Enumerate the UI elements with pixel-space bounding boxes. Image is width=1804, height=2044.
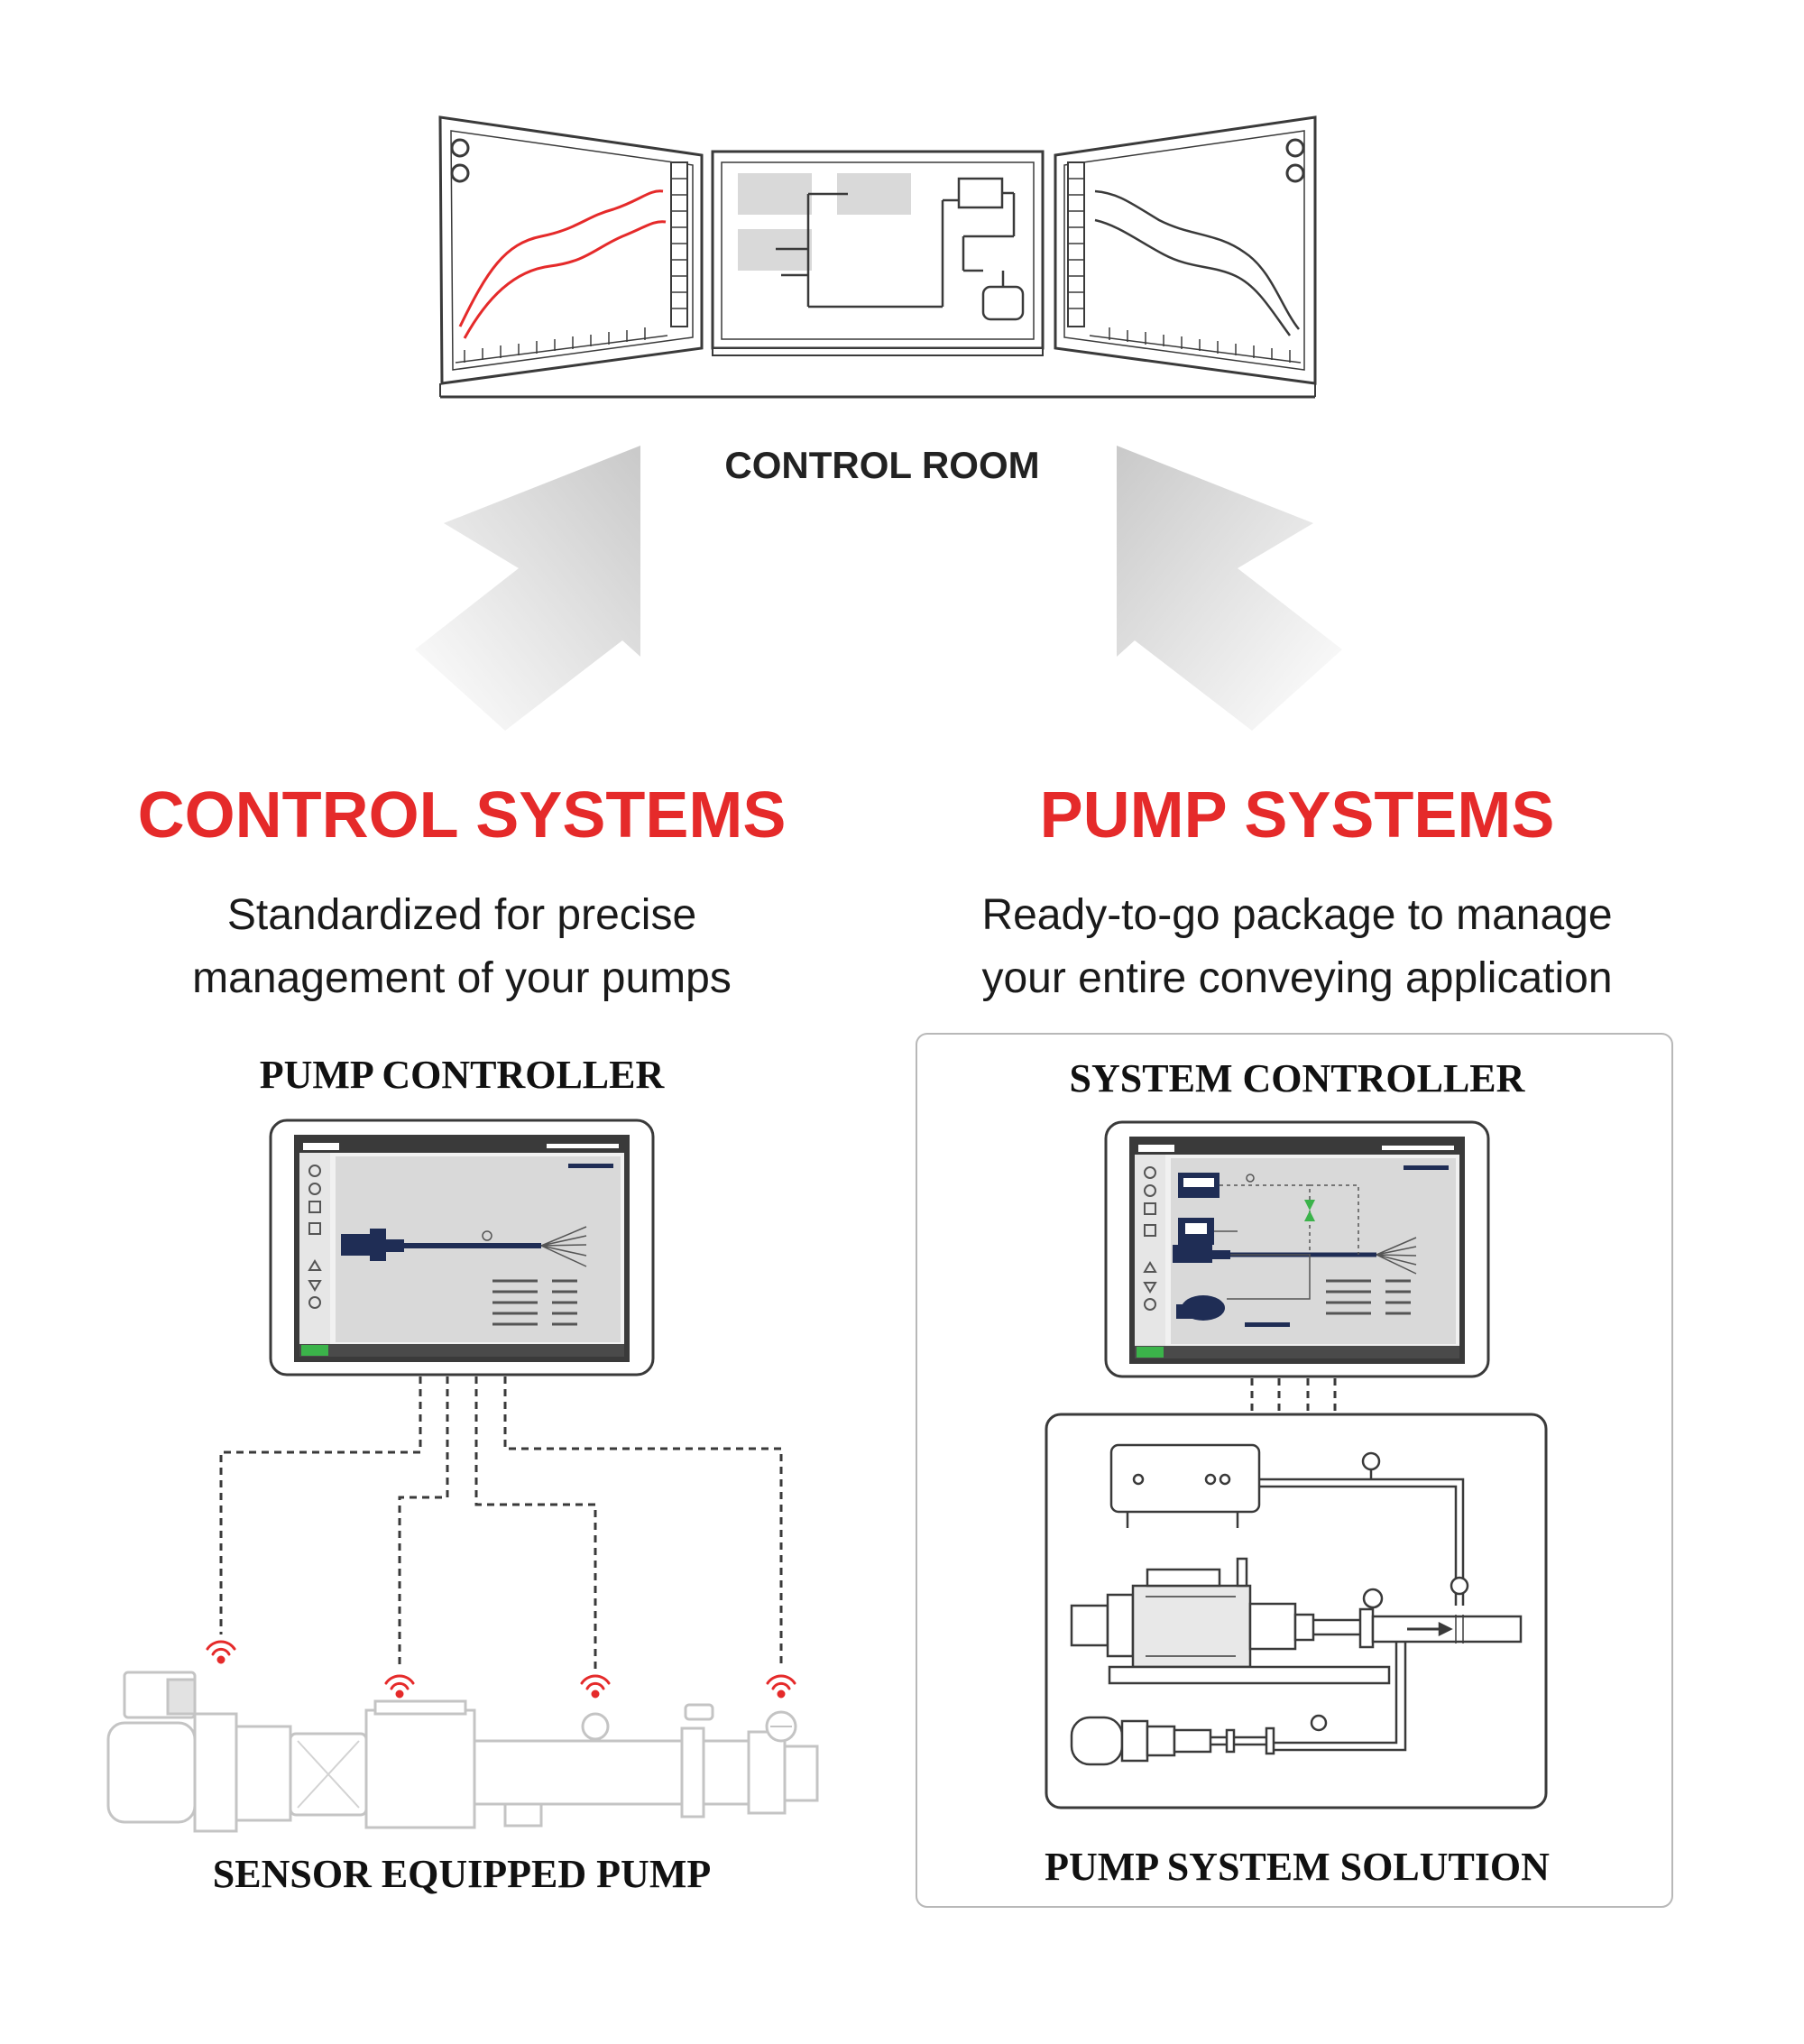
arrow-up-icon: [1117, 446, 1342, 731]
system-controller-tablet: [1104, 1120, 1490, 1378]
gauge-icon: [581, 1712, 610, 1741]
status-indicator: [301, 1345, 328, 1356]
control-systems-desc-line1: Standardized for precise: [227, 891, 696, 939]
wifi-icon: [384, 1674, 415, 1699]
pump-controller-tablet: [269, 1119, 655, 1376]
control-room-label: CONTROL ROOM: [724, 444, 1039, 486]
gauge-icon: [1361, 1451, 1381, 1471]
wifi-icon: [580, 1674, 611, 1699]
pump-icon: [1070, 1443, 1523, 1766]
gauge-icon: [1310, 1714, 1328, 1732]
pump-systems-desc-line1: Ready-to-go package to manage: [981, 891, 1612, 939]
gauge-icon: [1450, 1576, 1469, 1596]
gauge-icon: [1362, 1588, 1384, 1609]
pump-system-solution-label: PUMP SYSTEM SOLUTION: [1045, 1845, 1550, 1889]
system-connections: [1250, 1378, 1337, 1414]
wifi-icon: [206, 1640, 236, 1664]
monitor-icon: [1054, 115, 1317, 385]
pump-icon: [106, 1671, 819, 1833]
pump-controller-label: PUMP CONTROLLER: [260, 1053, 666, 1097]
status-indicator: [1137, 1347, 1164, 1358]
control-systems-desc-line2: management of your pumps: [192, 954, 732, 1002]
monitor-icon: [438, 115, 704, 385]
system-controller-label: SYSTEM CONTROLLER: [1070, 1056, 1526, 1100]
sensor-equipped-pump-label: SENSOR EQUIPPED PUMP: [213, 1852, 711, 1896]
control-room-monitors: [438, 115, 1317, 399]
arrow-up-icon: [415, 446, 640, 731]
wifi-icon: [766, 1674, 796, 1699]
control-systems-heading: CONTROL SYSTEMS: [138, 779, 787, 852]
pump-systems-desc-line2: your entire conveying application: [981, 954, 1612, 1002]
pump-systems-heading: PUMP SYSTEMS: [1040, 779, 1555, 852]
monitor-icon: [711, 150, 1045, 356]
sensor-connections: [219, 1376, 783, 1669]
